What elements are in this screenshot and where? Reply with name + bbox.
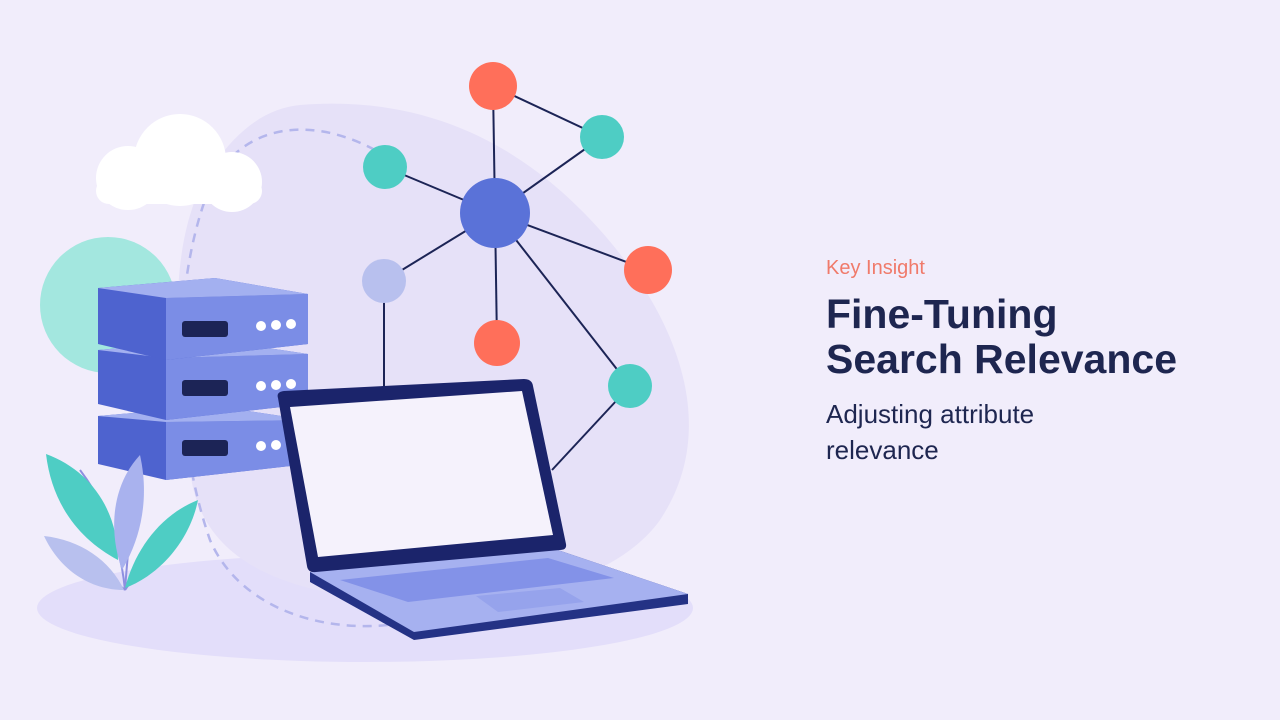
plant-icon (44, 454, 198, 591)
graph-node (474, 320, 520, 366)
hero-illustration (37, 62, 693, 662)
laptop-icon (277, 379, 688, 640)
server-stack-icon (98, 278, 308, 480)
title-line-2: Search Relevance (826, 336, 1178, 382)
slide-text-block: Key Insight Fine-Tuning Search Relevance… (826, 256, 1246, 468)
graph-node (363, 145, 407, 189)
slide-title: Fine-Tuning Search Relevance (826, 292, 1246, 382)
graph-node (469, 62, 517, 110)
graph-node (624, 246, 672, 294)
graph-node (580, 115, 624, 159)
eyebrow-label: Key Insight (826, 257, 925, 279)
slide-subtitle: Adjusting attribute relevance (826, 399, 1035, 465)
graph-node (608, 364, 652, 408)
title-line-1: Fine-Tuning (826, 291, 1058, 337)
graph-node-central (460, 178, 530, 248)
graph-node (362, 259, 406, 303)
network-graph-icon (362, 62, 672, 471)
cloud-icon (96, 114, 262, 212)
laptop-screen (290, 391, 553, 557)
server-unit (98, 278, 308, 360)
